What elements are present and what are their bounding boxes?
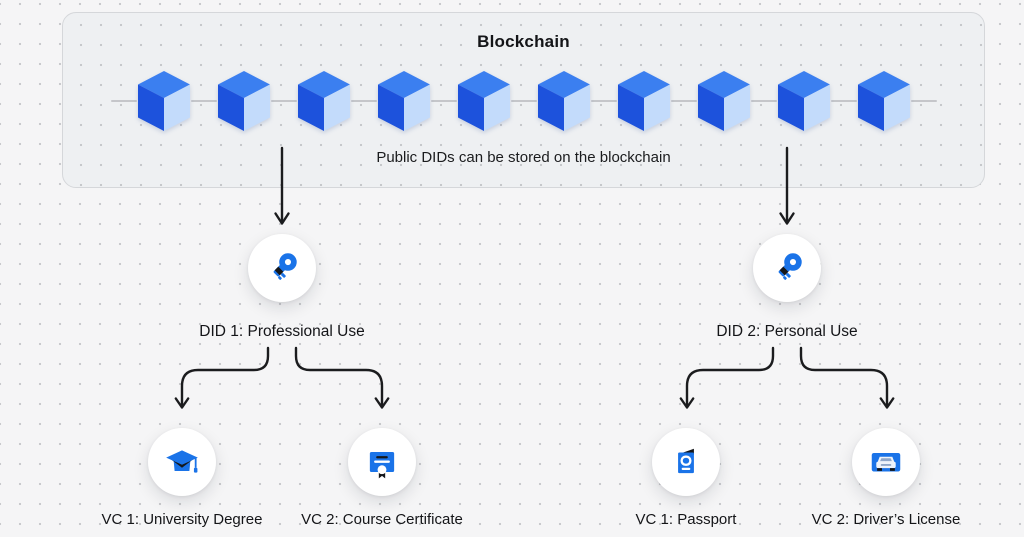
did1-node [248,234,316,302]
block-cube-icon [617,71,670,131]
arrow-blockchain-to-did2 [779,146,795,225]
block-cube-icon [297,71,350,131]
block-cube-icon [537,71,590,131]
blockchain-panel: Blockchain Public DIDs can be stored on … [62,12,985,188]
vc2-drivers-license-label: VC 2: Driver’s License [811,511,961,528]
vc1-university-degree-label: VC 1: University Degree [101,511,263,528]
vc2-course-certificate-label: VC 2: Course Certificate [301,511,463,528]
block-cube-icon [777,71,830,131]
block-cube-icon [137,71,190,131]
chain-link-line [190,100,217,102]
arrow-blockchain-to-did1 [274,146,290,225]
key-icon [778,253,802,280]
vc-passport-node [652,428,720,496]
block-cube-icon [697,71,750,131]
chain-link-line [350,100,377,102]
chain-link-line [830,100,857,102]
did2-node [753,234,821,302]
chain-link-line [430,100,457,102]
chain-link-line [590,100,617,102]
certificate-icon [369,451,395,479]
chain-link-line [110,100,137,102]
block-cube-icon [217,71,270,131]
vc-university-degree-node [148,428,216,496]
chain-link-line [910,100,937,102]
passport-icon [678,448,694,474]
arrows-did2-to-credentials [679,346,895,409]
blockchain-title: Blockchain [477,32,570,51]
chain-link-line [270,100,297,102]
block-row [63,71,984,131]
key-icon [273,253,297,280]
block-cube-icon [457,71,510,131]
blockchain-caption: Public DIDs can be stored on the blockch… [376,149,671,166]
vc-course-certificate-node [348,428,416,496]
arrows-did1-to-credentials [174,346,390,409]
block-cube-icon [857,71,910,131]
chain-link-line [670,100,697,102]
vc1-passport-label: VC 1: Passport [635,511,737,528]
block-cube-icon [377,71,430,131]
did2-label: DID 2: Personal Use [716,323,858,340]
chain-link-line [510,100,537,102]
car-license-icon [871,453,901,472]
did1-label: DID 1: Professional Use [199,323,365,340]
chain-link-line [750,100,777,102]
graduation-cap-icon [166,450,198,473]
vc-drivers-license-node [852,428,920,496]
